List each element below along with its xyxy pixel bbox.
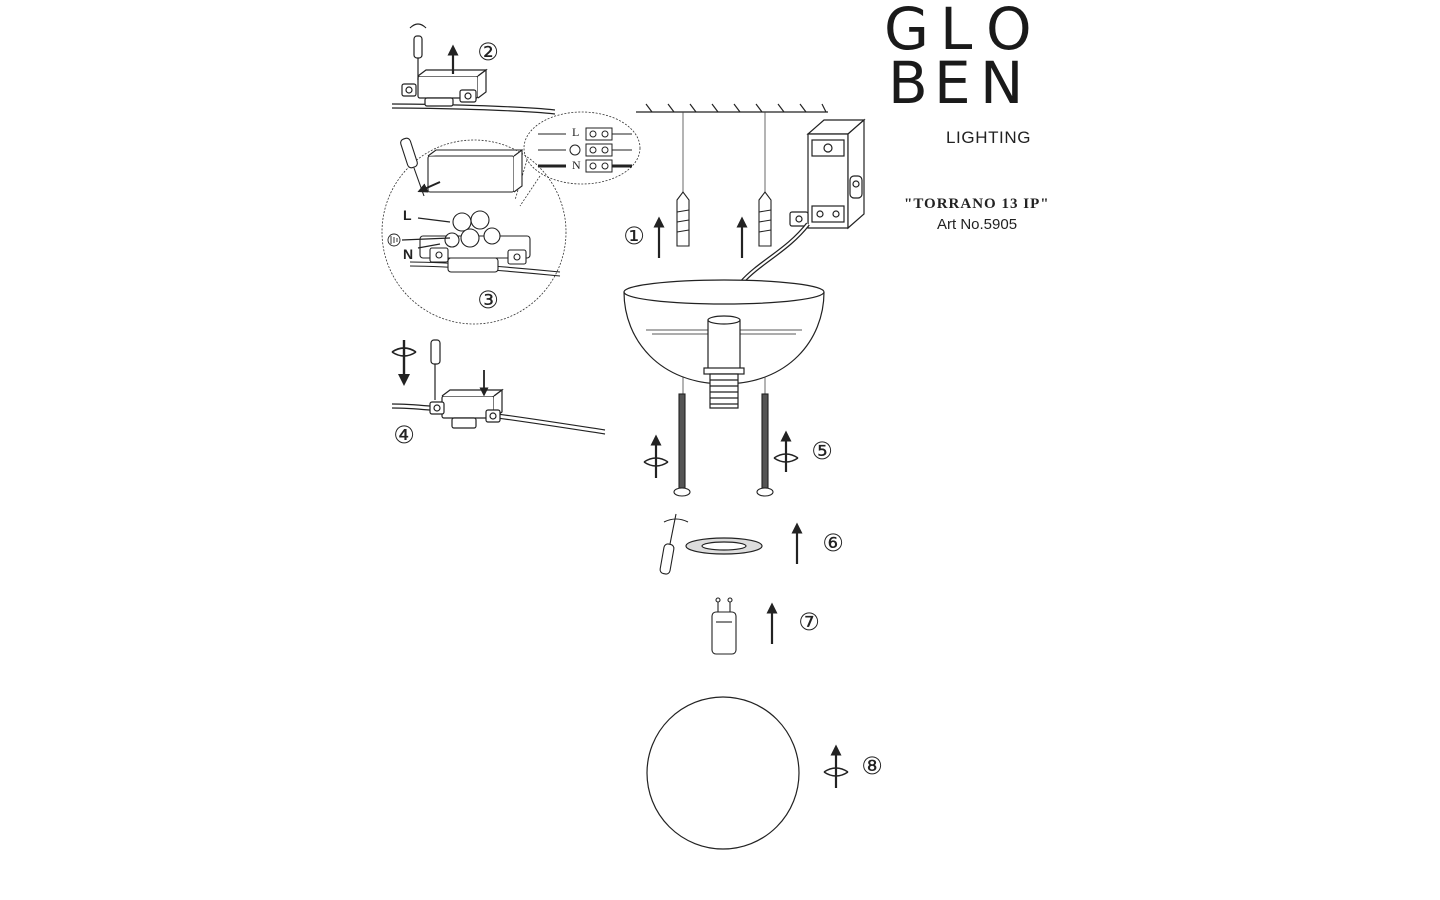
screw-right-icon	[756, 393, 774, 497]
logo-letter-b: B	[888, 49, 928, 117]
step3-wiring-bubble	[381, 111, 641, 325]
logo-letter-g: G	[884, 0, 929, 63]
step-number-7: ⑦	[798, 608, 820, 636]
step3-wire-leads	[401, 217, 451, 249]
step2-screwdriver-icon	[409, 23, 427, 80]
step3-screwdriver-icon	[400, 137, 425, 197]
detail-label-live: L	[572, 125, 580, 139]
wall-plug-left-icon	[676, 191, 690, 247]
logo-letter-o: O	[986, 0, 1032, 63]
product-art-number: Art No.5905	[937, 216, 1018, 233]
glass-globe	[646, 696, 800, 850]
step-number-1: ①	[623, 222, 645, 250]
detail-terminal-strip	[538, 127, 632, 173]
logo-letter-e: E	[934, 49, 971, 117]
step-number-5: ⑤	[811, 437, 833, 465]
step-number-8: ⑧	[861, 752, 883, 780]
logo-letter-l: L	[940, 0, 973, 63]
detail-label-neutral: N	[572, 158, 581, 172]
step-number-2: ②	[477, 38, 499, 66]
earth-symbol-icon	[387, 233, 401, 247]
step5-rotate-arrow-left-icon	[643, 434, 669, 478]
step3-arrow-icon	[417, 181, 441, 193]
ceiling-line	[636, 103, 828, 113]
sealing-ring	[685, 537, 763, 555]
step2-junction-box	[391, 68, 556, 115]
wire-label-live: L	[403, 207, 412, 223]
step6-screwdriver-icon	[659, 513, 689, 575]
g9-bulb-icon	[711, 597, 737, 655]
driver-unit	[789, 118, 866, 230]
wire-label-neutral: N	[403, 246, 414, 262]
step5-rotate-arrow-right-icon	[773, 430, 799, 472]
step8-rotate-arrow-icon	[823, 744, 849, 788]
wall-plug-right-icon	[758, 191, 772, 247]
step4-screwdriver-icon	[430, 339, 441, 400]
step-number-3: ③	[477, 286, 499, 314]
logo-letter-n: N	[980, 49, 1024, 117]
screw-left-icon	[673, 393, 691, 497]
logo-subtitle: LIGHTING	[946, 128, 1032, 147]
fixture-bowl	[623, 279, 825, 409]
step3-terminal-block	[409, 148, 561, 277]
step-number-4: ④	[393, 421, 415, 449]
step4-rotate-arrow-icon	[391, 340, 417, 386]
step-number-6: ⑥	[822, 529, 844, 557]
step4-junction-box	[391, 388, 606, 435]
product-title: "TORRANO 13 IP"	[904, 196, 1050, 212]
